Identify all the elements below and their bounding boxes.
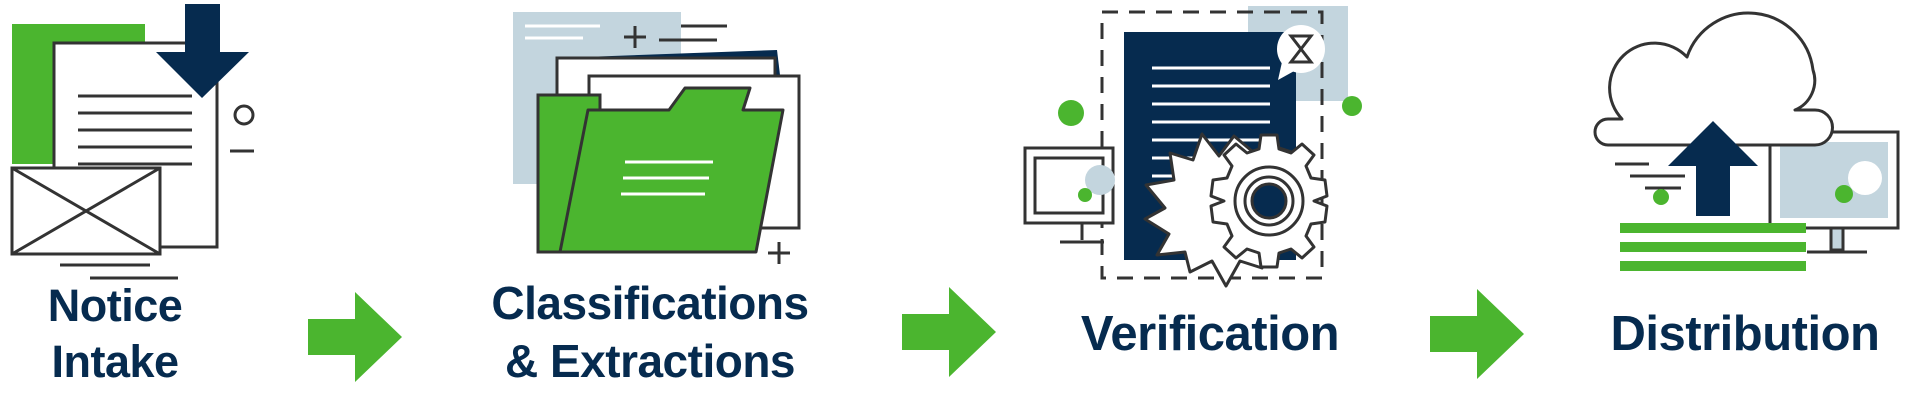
- step-label-verification: Verification: [1010, 305, 1410, 363]
- step-label-line-2: & Extractions: [504, 335, 796, 387]
- step-label-line-1: Notice: [47, 280, 183, 331]
- arrow-right-icon: [308, 292, 402, 382]
- gear-icon: [1209, 133, 1329, 269]
- cloud-upload-monitor-icon: [1593, 11, 1900, 271]
- step-label-line-2: Intake: [51, 336, 179, 387]
- arrow-right-icon: [1430, 289, 1524, 379]
- step-label-notice-intake: Notice Intake: [10, 278, 220, 390]
- folder-documents-icon: [513, 12, 801, 264]
- step-label-classifications: Classifications & Extractions: [460, 274, 840, 390]
- step-label-line-1: Verification: [1080, 307, 1340, 361]
- envelope-document-download-icon: [10, 4, 255, 280]
- step-label-line-1: Classifications: [491, 277, 809, 329]
- arrow-right-icon: [902, 287, 996, 377]
- step-label-line-1: Distribution: [1610, 307, 1880, 361]
- step-label-distribution: Distribution: [1570, 305, 1920, 363]
